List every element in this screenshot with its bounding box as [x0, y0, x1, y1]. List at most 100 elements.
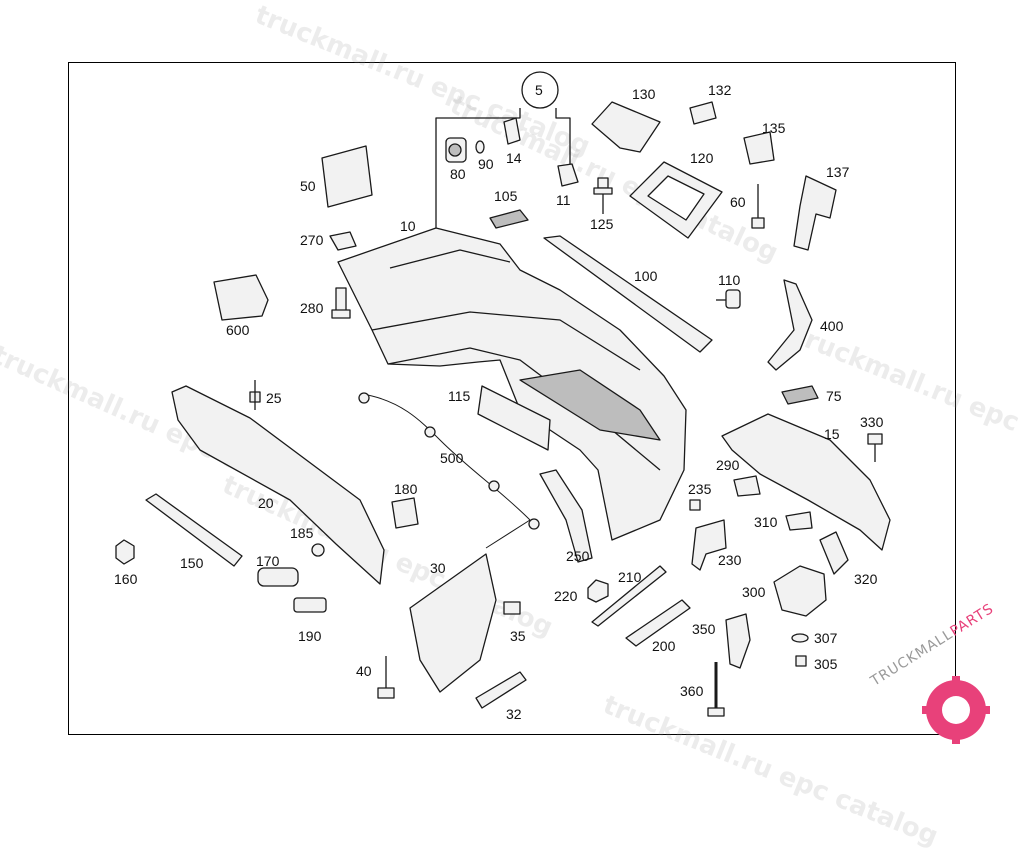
- label-50: 50: [300, 178, 316, 194]
- part-600: [213, 274, 269, 321]
- label-500: 500: [440, 450, 464, 466]
- label-220: 220: [554, 588, 578, 604]
- label-110: 110: [718, 272, 741, 288]
- label-30: 30: [430, 560, 446, 576]
- part-290: [733, 475, 761, 497]
- label-270: 270: [300, 232, 324, 248]
- label-90: 90: [478, 156, 494, 172]
- part-15: [721, 413, 891, 551]
- label-135: 135: [762, 120, 786, 136]
- part-130: [591, 101, 661, 153]
- part-60: [751, 217, 765, 229]
- label-80: 80: [450, 166, 466, 182]
- part-307: [791, 633, 809, 643]
- label-180: 180: [394, 481, 418, 497]
- part-115: [477, 385, 551, 451]
- diagram-frame: [68, 62, 956, 735]
- label-307: 307: [814, 630, 838, 646]
- part-310: [785, 511, 813, 531]
- part-14: [503, 117, 521, 145]
- label-60: 60: [730, 194, 746, 210]
- label-230: 230: [718, 552, 742, 568]
- part-132: [689, 101, 717, 125]
- label-150: 150: [180, 555, 204, 571]
- label-32: 32: [506, 706, 522, 722]
- part-220: [587, 579, 609, 603]
- label-160: 160: [114, 571, 138, 587]
- part-40: [377, 687, 395, 699]
- label-235: 235: [688, 481, 712, 497]
- label-15: 15: [824, 426, 840, 442]
- callout-circle-5: [521, 71, 559, 109]
- label-137: 137: [826, 164, 850, 180]
- label-132: 132: [708, 82, 732, 98]
- part-180: [391, 497, 419, 529]
- label-40: 40: [356, 663, 372, 679]
- part-150: [145, 493, 243, 567]
- label-350: 350: [692, 621, 716, 637]
- part-300: [773, 565, 827, 617]
- part-350: [725, 613, 751, 669]
- label-25: 25: [266, 390, 282, 406]
- part-250: [539, 469, 593, 563]
- label-125: 125: [590, 216, 614, 232]
- part-75: [781, 385, 819, 405]
- part-110: [725, 289, 741, 309]
- label-200: 200: [652, 638, 676, 654]
- part-200: [625, 599, 691, 647]
- label-100: 100: [634, 268, 658, 284]
- label-330: 330: [860, 414, 884, 430]
- truckmall-logo: [922, 676, 990, 744]
- label-35: 35: [510, 628, 526, 644]
- part-320: [819, 531, 849, 575]
- part-50: [321, 145, 373, 208]
- leader-5-left: [435, 108, 521, 230]
- part-500: [361, 393, 531, 521]
- part-90: [475, 140, 485, 154]
- label-360: 360: [680, 683, 704, 699]
- label-11: 11: [556, 192, 571, 208]
- part-360: [707, 707, 725, 717]
- label-290: 290: [716, 457, 740, 473]
- label-300: 300: [742, 584, 766, 600]
- part-35: [503, 601, 521, 615]
- part-190: [293, 597, 327, 613]
- part-210: [591, 565, 667, 627]
- label-105: 105: [494, 188, 518, 204]
- label-14: 14: [506, 150, 522, 166]
- part-185: [311, 543, 325, 557]
- part-105: [489, 209, 529, 229]
- label-310: 310: [754, 514, 778, 530]
- label-20: 20: [258, 495, 274, 511]
- label-185: 185: [290, 525, 314, 541]
- label-120: 120: [690, 150, 714, 166]
- part-32: [475, 671, 527, 709]
- label-250: 250: [566, 548, 590, 564]
- part-137: [793, 175, 837, 251]
- label-400: 400: [820, 318, 844, 334]
- label-115: 115: [448, 388, 471, 404]
- label-130: 130: [632, 86, 656, 102]
- label-170: 170: [256, 553, 280, 569]
- parts-drawing: [115, 71, 891, 717]
- part-400: [767, 279, 813, 371]
- leader-5-right: [555, 108, 571, 170]
- part-135: [743, 131, 775, 165]
- part-270: [329, 231, 357, 251]
- part-160: [115, 539, 135, 565]
- part-305: [795, 655, 807, 667]
- part-10: [337, 227, 687, 541]
- part-125: [597, 177, 609, 189]
- label-5: 5: [535, 82, 543, 98]
- label-320: 320: [854, 571, 878, 587]
- part-30: [409, 553, 497, 693]
- label-305: 305: [814, 656, 838, 672]
- part-235: [689, 499, 701, 511]
- part-100: [543, 235, 713, 353]
- part-170: [257, 567, 299, 587]
- part-20: [171, 385, 385, 585]
- label-10: 10: [400, 218, 416, 234]
- part-330: [867, 433, 883, 445]
- label-280: 280: [300, 300, 324, 316]
- label-210: 210: [618, 569, 642, 585]
